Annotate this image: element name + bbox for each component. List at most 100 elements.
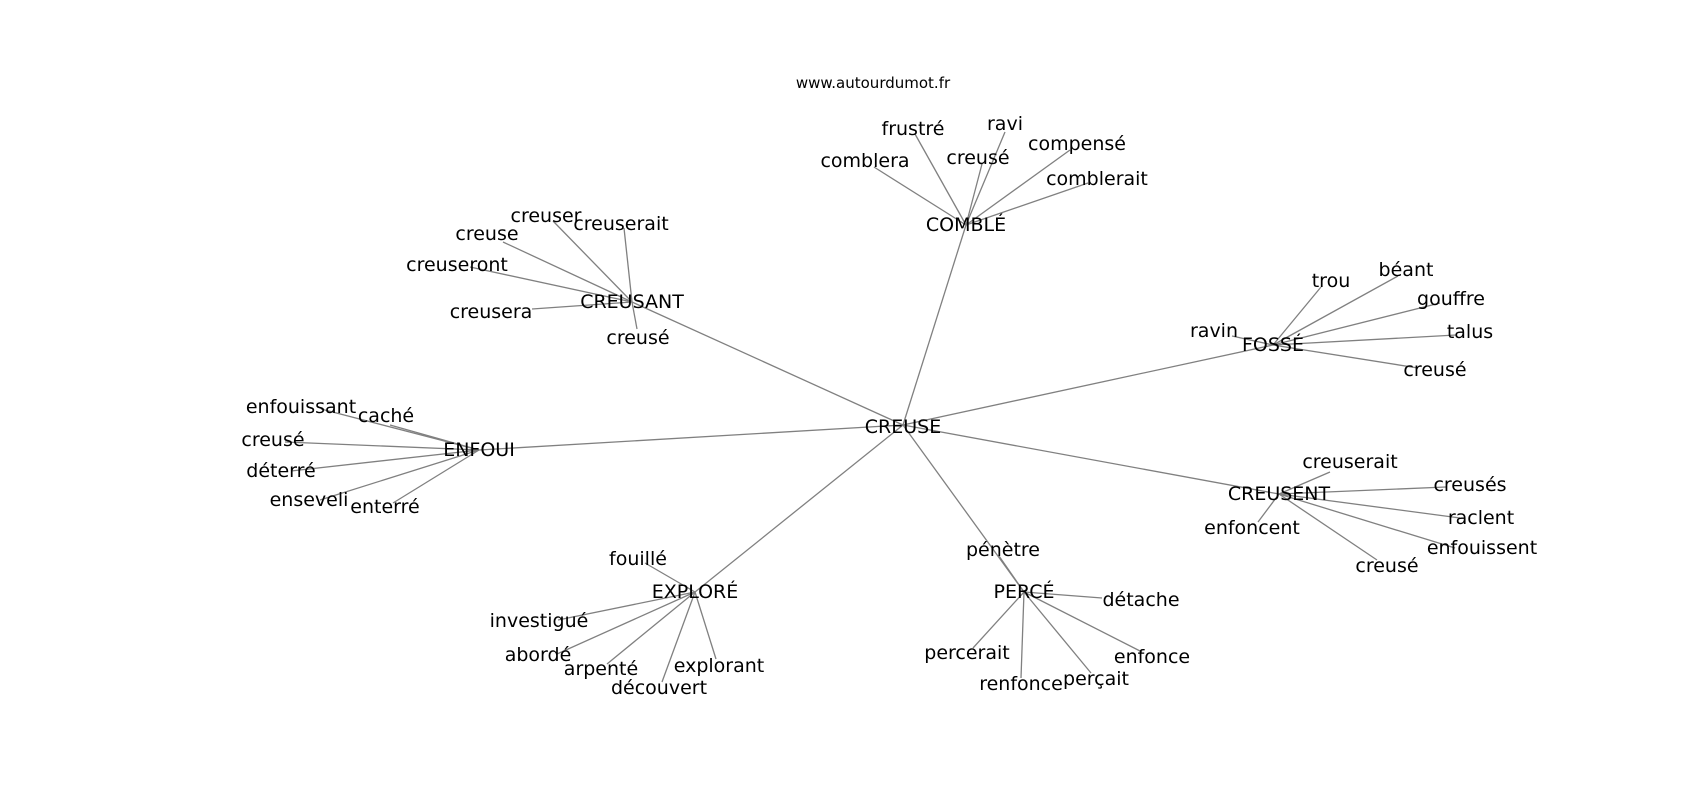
leaf-node-creusent-creuserait: creuserait (1302, 451, 1397, 473)
leaf-node-explore-fouille: fouillé (609, 548, 667, 570)
hub-node-explore: EXPLORÉ (652, 580, 739, 603)
leaf-node-comble-comblera: comblera (820, 150, 909, 172)
edge-perce-percait (1023, 591, 1092, 674)
edge-enfoui-enterre (392, 449, 480, 504)
edge-comble-ravi (965, 131, 1006, 226)
edge-creusant-creusera (531, 301, 633, 310)
edge-explore-investigue (557, 591, 696, 621)
leaf-node-comble-creuse: creusé (946, 147, 1009, 169)
hub-node-creusant: CREUSANT (580, 291, 684, 313)
leaf-node-explore-investigue: investigué (490, 610, 589, 632)
hub-node-perce: PERCÉ (994, 580, 1055, 603)
edge-creusant-creuseront (469, 266, 633, 303)
leaf-node-fosse-talus: talus (1447, 321, 1493, 343)
leaf-node-fosse-gouffre: gouffre (1417, 288, 1485, 310)
center-node-label: CREUSE (865, 416, 941, 438)
graph-labels: CREUSECREUSANTcreusercreuseraitcreusecre… (241, 113, 1537, 699)
leaf-node-comble-compense: compensé (1028, 133, 1126, 155)
leaf-node-fosse-creuse: creusé (1403, 359, 1466, 381)
edge-fosse-ravin (1231, 335, 1274, 346)
leaf-node-explore-decouvert: découvert (611, 677, 707, 699)
edge-center-enfoui (478, 424, 904, 451)
hub-node-comble: COMBLÉ (926, 213, 1006, 236)
edge-comble-compense (965, 149, 1071, 226)
edge-explore-arpente (606, 591, 696, 665)
edge-center-creusent (902, 424, 1280, 495)
edge-comble-frustre (914, 133, 967, 226)
leaf-node-perce-penetre: pénètre (966, 539, 1040, 561)
edge-creusant-creuse (631, 301, 638, 330)
edge-fosse-gouffre (1272, 302, 1441, 346)
leaf-node-explore-aborde: abordé (505, 644, 572, 666)
leaf-node-perce-renfonce: renfonce (979, 673, 1063, 695)
edge-creusent-raclent (1278, 493, 1461, 519)
leaf-node-creusant-creusera: creusera (450, 301, 533, 323)
edge-perce-detache (1023, 591, 1103, 599)
leaf-node-perce-enfonce: enfonce (1114, 646, 1190, 668)
edge-enfoui-enseveli (319, 449, 480, 501)
edge-enfoui-creuse (284, 441, 480, 451)
leaf-node-creusant-creuserait: creuserait (573, 213, 668, 235)
leaf-node-explore-arpente: arpenté (564, 658, 638, 680)
edge-creusant-creuse (502, 241, 633, 303)
leaf-node-perce-detache: détache (1102, 589, 1179, 611)
edge-creusent-creuse (1278, 493, 1378, 561)
edge-comble-comblerait (965, 182, 1089, 226)
leaf-node-creusant-creuser: creuser (511, 205, 582, 227)
edge-perce-renfonce (1020, 591, 1025, 679)
edge-center-fosse (902, 344, 1274, 426)
leaf-node-enfoui-enfouissant: enfouissant (246, 396, 356, 418)
leaf-node-creusant-creuseront: creuseront (406, 254, 508, 276)
edge-creusent-enfouissent (1278, 493, 1456, 549)
leaf-node-creusant-creuse: creuse (455, 223, 518, 245)
leaf-node-perce-percait: perçait (1063, 668, 1129, 690)
leaf-node-creusent-creuse: creusé (1355, 555, 1418, 577)
leaf-node-enfoui-creuse: creusé (241, 429, 304, 451)
leaf-node-comble-comblerait: comblerait (1046, 168, 1148, 190)
leaf-node-creusent-creuses: creusés (1433, 474, 1506, 496)
edge-explore-fouille (644, 562, 696, 593)
edge-creusant-creuserait (623, 227, 633, 303)
leaf-node-enfoui-deterre: déterré (246, 460, 315, 482)
edge-comble-comblera (873, 166, 967, 226)
hub-node-enfoui: ENFOUI (443, 439, 515, 461)
leaf-node-creusant-creuse: creusé (606, 327, 669, 349)
edge-center-explore (694, 424, 904, 593)
edge-explore-explorant (694, 591, 717, 660)
edge-fosse-beant (1272, 275, 1399, 346)
site-watermark: www.autourdumot.fr (796, 74, 951, 92)
leaf-node-enfoui-cache: caché (358, 405, 414, 427)
edge-perce-penetre (998, 555, 1025, 593)
edge-center-comble (902, 224, 967, 426)
leaf-node-creusent-enfouissent: enfouissent (1427, 537, 1537, 559)
hub-node-creusent: CREUSENT (1228, 483, 1331, 505)
edge-enfoui-deterre (290, 449, 480, 472)
edge-enfoui-cache (389, 424, 480, 451)
leaf-node-fosse-ravin: ravin (1190, 320, 1238, 342)
leaf-node-explore-explorant: explorant (674, 655, 765, 677)
leaf-node-fosse-beant: béant (1379, 259, 1434, 281)
edge-creusent-creuses (1278, 486, 1447, 495)
graph-edges (284, 131, 1461, 683)
leaf-node-creusent-enfoncent: enfoncent (1204, 517, 1300, 539)
edge-fosse-trou (1272, 286, 1322, 346)
edge-comble-creuse (965, 163, 983, 226)
edge-explore-decouvert (661, 591, 696, 683)
edge-fosse-creuse (1272, 344, 1419, 369)
edge-creusent-creuserait (1278, 471, 1331, 495)
edge-creusent-enfoncent (1257, 493, 1280, 523)
hub-node-fosse: FOSSÉ (1242, 333, 1304, 356)
edge-center-creusant (631, 301, 904, 426)
leaf-node-enfoui-enseveli: enseveli (270, 489, 349, 511)
leaf-node-perce-percerait: percerait (924, 642, 1009, 664)
edge-center-perce (902, 424, 1025, 593)
leaf-node-comble-ravi: ravi (987, 113, 1023, 135)
edge-fosse-talus (1272, 334, 1457, 346)
edge-perce-percerait (972, 591, 1025, 649)
leaf-node-comble-frustre: frustré (882, 118, 945, 140)
edge-perce-enfonce (1023, 591, 1143, 653)
leaf-node-enfoui-enterre: enterré (350, 496, 419, 518)
edge-creusant-creuser (552, 220, 633, 303)
edge-explore-aborde (556, 591, 696, 655)
